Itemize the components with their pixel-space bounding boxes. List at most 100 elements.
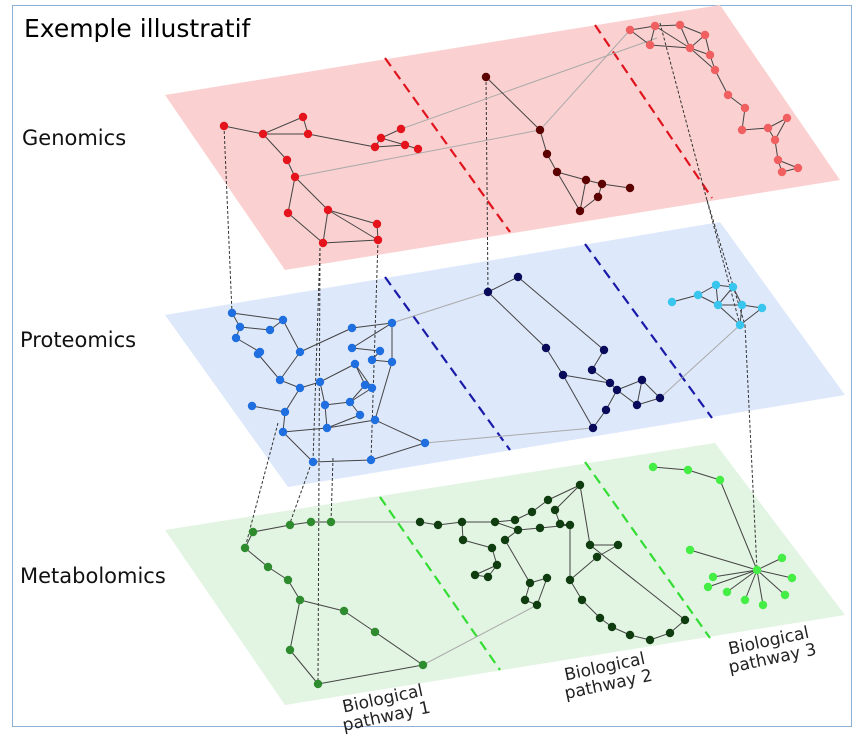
genomics-p1-node-11 xyxy=(372,219,382,229)
genomics-p3-edge-3 xyxy=(679,24,706,36)
proteomics-p1-edge-11 xyxy=(351,347,381,352)
metabolomics-p1-node-6 xyxy=(263,562,273,572)
proteomics-p3-node-2 xyxy=(728,282,738,292)
genomics-p3-node-17 xyxy=(777,167,787,177)
proteomics-p1-node-22 xyxy=(320,400,330,410)
metabolomics-p1-node-4 xyxy=(306,517,316,527)
metabolomics-p3-edge-4 xyxy=(689,549,758,571)
proteomics-p1-node-29 xyxy=(366,455,376,465)
proteomics-p2-node-6 xyxy=(558,370,568,380)
proteomics-p1-edge-7 xyxy=(282,319,301,353)
metabolomics-p1-node-8 xyxy=(295,595,305,605)
metabolomics-p3-node-11 xyxy=(780,590,790,600)
genomics-p1-node-6 xyxy=(290,172,300,182)
metabolomics-p1-node-9 xyxy=(285,645,295,655)
proteomics-p1-edge-2 xyxy=(239,326,271,331)
proteomics-p1-node-19 xyxy=(360,380,370,390)
pathway-divider-1 xyxy=(384,57,511,233)
proteomics-p1-node-10 xyxy=(347,343,357,353)
proteomics-p1-node-23 xyxy=(322,423,332,433)
metabolomics-p2-edge-15 xyxy=(462,539,493,549)
proteomics-p2-edge-7 xyxy=(562,374,611,384)
proteomics-p1-node-12 xyxy=(367,355,377,365)
proteomics-p2-edge-2 xyxy=(487,291,547,349)
proteomics-p1-node-27 xyxy=(278,427,288,437)
genomics-p1-node-7 xyxy=(283,208,293,218)
metabolomics-p3-node-3 xyxy=(715,475,725,485)
metabolomics-p2-node-21 xyxy=(532,600,542,610)
proteomics-p2-node-7 xyxy=(605,378,615,388)
metabolomics-p3-node-7 xyxy=(703,582,713,592)
proteomics-plane xyxy=(165,222,845,487)
genomics-cross-pathway-link-3 xyxy=(539,29,631,131)
metabolomics-p3-edge-3 xyxy=(719,479,758,571)
genomics-p3-edge-7 xyxy=(654,25,691,49)
genomics-p1-node-3 xyxy=(298,112,308,122)
proteomics-p1-edge-16 xyxy=(257,353,281,381)
genomics-p1-node-9 xyxy=(318,238,328,248)
metabolomics-p2-node-31 xyxy=(645,635,655,645)
metabolomics-p2-node-2 xyxy=(433,520,443,530)
proteomics-p2-edge-1 xyxy=(487,276,519,293)
metabolomics-p2-node-18 xyxy=(483,572,493,582)
genomics-p2-node-3 xyxy=(542,149,552,159)
metabolomics-p2-node-33 xyxy=(680,615,690,625)
metabolomics-p3-node-2 xyxy=(683,465,693,475)
proteomics-p1-node-8 xyxy=(347,323,357,333)
proteomics-p2-node-11 xyxy=(655,393,665,403)
proteomics-p1-node-3 xyxy=(265,325,275,335)
proteomics-p3-node-1 xyxy=(711,280,721,290)
proteomics-p2-node-12 xyxy=(601,405,611,415)
proteomics-p3-edge-12 xyxy=(671,294,699,303)
proteomics-p3-node-6 xyxy=(757,303,767,313)
metabolomics-p2-node-20 xyxy=(542,573,552,583)
proteomics-p1-node-9 xyxy=(387,318,397,328)
metabolomics-p2-node-3 xyxy=(457,517,467,527)
metabolomics-p1-node-11 xyxy=(418,660,428,670)
metabolomics-p2-node-32 xyxy=(665,628,675,638)
genomics-p2-node-6 xyxy=(597,179,607,189)
genomics-p3-node-7 xyxy=(705,50,715,60)
inter-layer-link-9 xyxy=(317,247,321,685)
proteomics-p2-node-8 xyxy=(612,385,622,395)
metabolomics-p2-node-34 xyxy=(500,535,510,545)
metabolomics-p3-node-10 xyxy=(758,600,768,610)
genomics-p2-edge-4 xyxy=(556,171,587,181)
metabolomics-p2-node-9 xyxy=(550,505,560,515)
proteomics-p1-edge-19 xyxy=(319,363,356,383)
proteomics-cross-pathway-link-6 xyxy=(659,324,741,399)
metabolomics-p3-edge-2 xyxy=(687,469,721,481)
metabolomics-p3-node-1 xyxy=(648,462,658,472)
metabolomics-p2-node-30 xyxy=(625,630,635,640)
proteomics-p2-edge-10 xyxy=(641,379,661,399)
proteomics-p1-node-25 xyxy=(280,407,290,417)
proteomics-p3-node-7 xyxy=(735,320,745,330)
proteomics-p1-node-21 xyxy=(345,397,355,407)
metabolomics-p2-node-23 xyxy=(585,540,595,550)
inter-layer-link-10 xyxy=(744,324,758,571)
genomics-p1-edge-2 xyxy=(262,116,304,135)
genomics-p1-edge-20 xyxy=(374,144,406,148)
metabolomics-p2-node-25 xyxy=(592,552,602,562)
genomics-p2-edge-1 xyxy=(485,76,541,131)
genomics-p3-node-3 xyxy=(675,20,685,30)
proteomics-p1-edge-29 xyxy=(284,387,301,413)
proteomics-p1-node-7 xyxy=(295,347,305,357)
metabolomics-p2-edge-8 xyxy=(554,484,581,511)
metabolomics-p2-node-24 xyxy=(613,540,623,550)
proteomics-cross-pathway-link-5 xyxy=(424,427,594,444)
proteomics-p3-node-8 xyxy=(667,297,677,307)
metabolomics-p2-edge-7 xyxy=(547,484,581,501)
genomics-p1-edge-15 xyxy=(307,133,376,148)
metabolomics-p2-edge-37 xyxy=(589,544,686,621)
metabolomics-p3-edge-12 xyxy=(756,557,783,571)
proteomics-p3-node-3 xyxy=(693,290,703,300)
genomics-p3-node-12 xyxy=(763,123,773,133)
pathway-divider-4 xyxy=(584,243,713,419)
genomics-p3-node-11 xyxy=(737,125,747,135)
metabolomics-p2-node-26 xyxy=(565,575,575,585)
metabolomics-p2-node-14 xyxy=(458,535,468,545)
metabolomics-p3-node-6 xyxy=(708,572,718,582)
proteomics-p1-edge-30 xyxy=(251,405,286,413)
genomics-p2-node-4 xyxy=(552,167,562,177)
